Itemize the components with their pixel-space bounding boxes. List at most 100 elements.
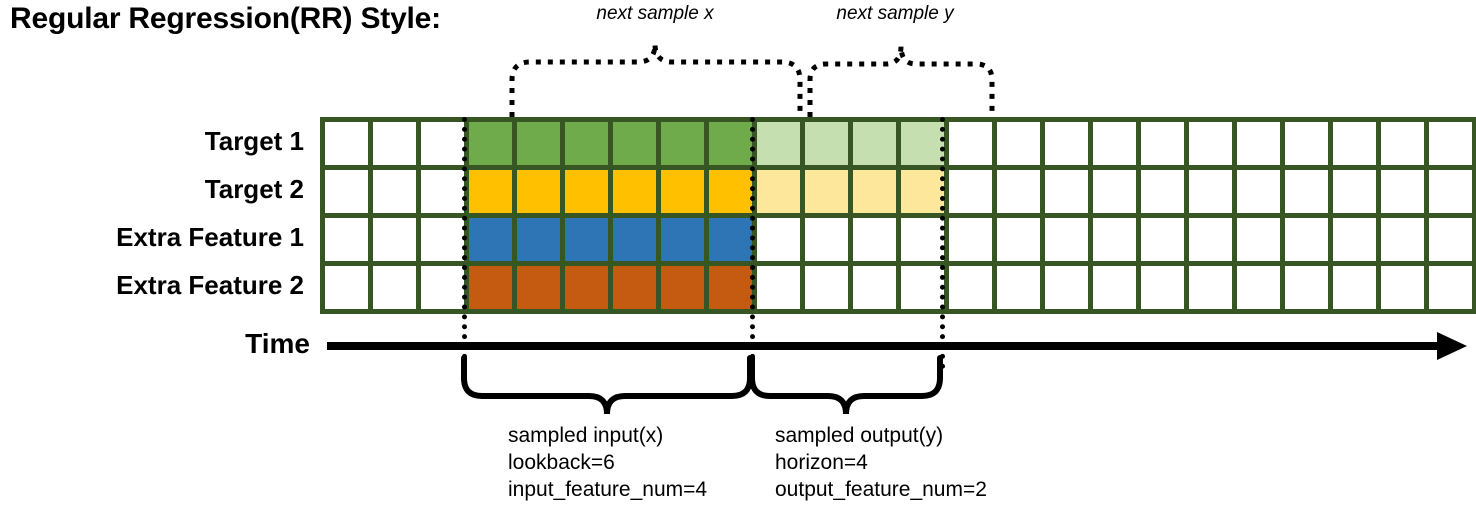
- grid-cell: [325, 122, 368, 165]
- grid-cell: [805, 122, 848, 165]
- grid-cell: [325, 218, 368, 261]
- grid-cell: [373, 218, 416, 261]
- grid-cell: [1189, 266, 1232, 309]
- grid-cell: [1237, 266, 1280, 309]
- grid-cell: [469, 122, 512, 165]
- grid-cell: [997, 122, 1040, 165]
- description-output-line-3: output_feature_num=2: [775, 478, 987, 501]
- grid-cell: [949, 122, 992, 165]
- grid-cell: [997, 170, 1040, 213]
- description-input-line-1: sampled input(x): [508, 424, 664, 447]
- grid-cell: [1333, 170, 1376, 213]
- grid-cell: [1381, 266, 1424, 309]
- grid-cell: [421, 122, 464, 165]
- time-axis-arrow: [327, 332, 1467, 360]
- grid-cell: [1141, 218, 1184, 261]
- description-output-line-1: sampled output(y): [775, 424, 944, 447]
- grid-cell: [997, 218, 1040, 261]
- grid-cell: [949, 170, 992, 213]
- grid-cell: [565, 122, 608, 165]
- timeline-grid: [320, 117, 1476, 314]
- grid-cell: [757, 122, 800, 165]
- page-title: Regular Regression(RR) Style:: [10, 2, 441, 35]
- boundary-line-input-start: [462, 117, 467, 369]
- grid-cell: [949, 218, 992, 261]
- grid-cell: [661, 218, 704, 261]
- grid-cell: [661, 122, 704, 165]
- grid-cell: [325, 170, 368, 213]
- grid-cell: [1237, 170, 1280, 213]
- grid-cell: [565, 170, 608, 213]
- grid-cell: [901, 218, 944, 261]
- grid-cell: [805, 218, 848, 261]
- grid-cell: [757, 170, 800, 213]
- grid-cell: [325, 266, 368, 309]
- row-label-target-1: Target 1: [204, 126, 304, 156]
- grid-cell: [565, 218, 608, 261]
- grid-cell: [1045, 122, 1088, 165]
- grid-cell: [1381, 122, 1424, 165]
- grid-cell: [1429, 218, 1472, 261]
- grid-cell: [613, 266, 656, 309]
- grid-cell: [1141, 122, 1184, 165]
- grid-cell: [1429, 170, 1472, 213]
- grid-cell: [709, 218, 752, 261]
- grid-cell: [853, 170, 896, 213]
- grid-cell: [1093, 122, 1136, 165]
- row-label-target-2: Target 2: [204, 174, 304, 204]
- grid-cell: [1285, 170, 1328, 213]
- grid-cell: [373, 170, 416, 213]
- grid-cell: [1141, 266, 1184, 309]
- time-axis-label: Time: [245, 328, 310, 359]
- grid-cell: [709, 266, 752, 309]
- grid-cell: [1093, 218, 1136, 261]
- grid-cell: [805, 170, 848, 213]
- grid-cell: [1381, 170, 1424, 213]
- grid-cell: [1189, 170, 1232, 213]
- grid-cell: [517, 122, 560, 165]
- description-input-line-2: lookback=6: [508, 451, 615, 474]
- grid-cell: [1189, 218, 1232, 261]
- grid-cell: [613, 218, 656, 261]
- grid-cell: [1285, 266, 1328, 309]
- grid-cell: [1333, 266, 1376, 309]
- boundary-line-input-end: [750, 117, 755, 369]
- grid-cell: [901, 266, 944, 309]
- boundary-line-output-end: [940, 117, 945, 369]
- grid-cell: [997, 266, 1040, 309]
- grid-cell: [613, 122, 656, 165]
- grid-cell: [757, 266, 800, 309]
- grid-cell: [1429, 122, 1472, 165]
- grid-cell: [469, 170, 512, 213]
- grid-cell: [613, 170, 656, 213]
- grid-cell: [853, 122, 896, 165]
- description-sampled-input: sampled input(x) lookback=6 input_featur…: [508, 422, 707, 503]
- grid-cell: [661, 170, 704, 213]
- grid-cell: [853, 218, 896, 261]
- annotation-next-sample-y: next sample y: [836, 3, 954, 24]
- row-label-extra-feature-2: Extra Feature 2: [116, 270, 304, 300]
- grid-cell: [805, 266, 848, 309]
- grid-cell: [1429, 266, 1472, 309]
- grid-cell: [1189, 122, 1232, 165]
- grid-cell: [469, 218, 512, 261]
- grid-cell: [421, 170, 464, 213]
- annotation-next-sample-x: next sample x: [596, 3, 714, 24]
- grid-cell: [901, 170, 944, 213]
- grid-cell: [517, 266, 560, 309]
- grid-cell: [565, 266, 608, 309]
- grid-cell: [1045, 218, 1088, 261]
- description-sampled-output: sampled output(y) horizon=4 output_featu…: [775, 422, 987, 503]
- description-output-line-2: horizon=4: [775, 451, 868, 474]
- grid-cell: [1093, 266, 1136, 309]
- grid-cell: [1333, 218, 1376, 261]
- grid-cell: [709, 170, 752, 213]
- grid-cell: [1237, 122, 1280, 165]
- description-input-line-3: input_feature_num=4: [508, 478, 708, 501]
- grid-cell: [1093, 170, 1136, 213]
- grid-cell: [1237, 218, 1280, 261]
- row-label-extra-feature-1: Extra Feature 1: [116, 222, 304, 252]
- grid-cell: [901, 122, 944, 165]
- grid-cell: [1381, 218, 1424, 261]
